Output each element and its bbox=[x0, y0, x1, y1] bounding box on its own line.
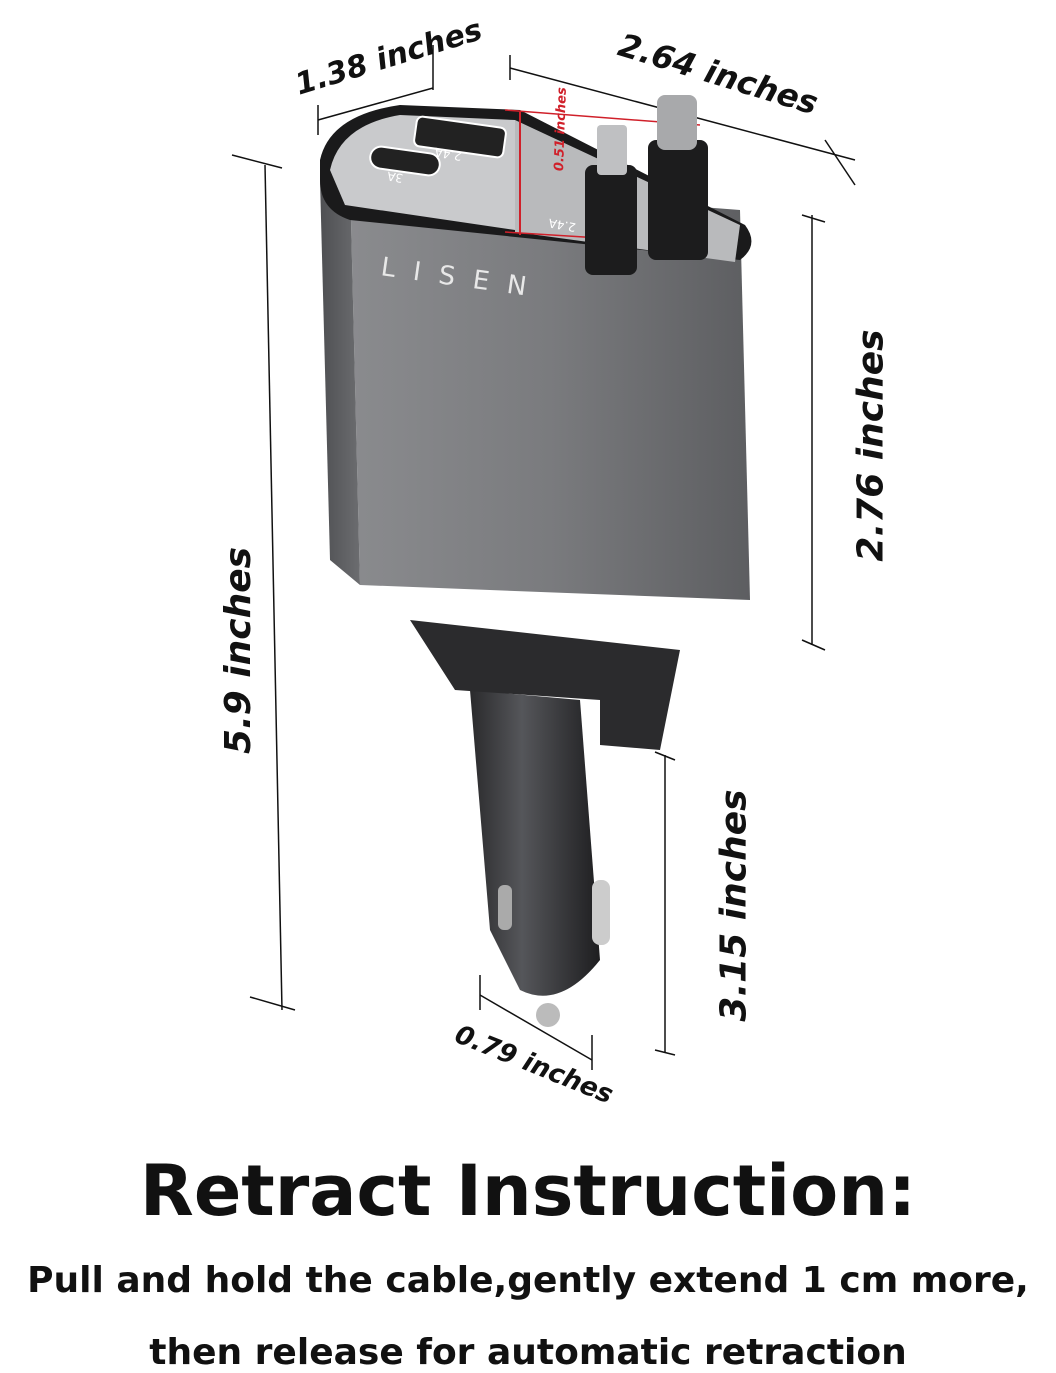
usb-c-port bbox=[369, 145, 441, 177]
port-label-usb-c: 3A bbox=[385, 169, 404, 186]
caption-title: Retract Instruction: bbox=[139, 1150, 917, 1232]
usb-a-port bbox=[413, 115, 507, 159]
plug bbox=[410, 620, 680, 1027]
product-illustration: 3A 2.4A 2.4A 0.51 inches LISEN bbox=[231, 45, 856, 1070]
dimension-plug-length: 3.15 inches bbox=[713, 789, 755, 1022]
port-label-cable: 2.4A bbox=[547, 216, 577, 235]
caption-line-2: then release for automatic retraction bbox=[149, 1332, 907, 1373]
retracted-cables bbox=[585, 95, 708, 275]
caption-line-1: Pull and hold the cable,gently extend 1 … bbox=[27, 1260, 1029, 1301]
port-height-label: 0.51 inches bbox=[552, 87, 570, 172]
dimension-total-height: 5.9 inches bbox=[218, 546, 260, 755]
dimension-body-height: 2.76 inches bbox=[850, 329, 892, 562]
port-label-usb-a: 2.4A bbox=[433, 145, 463, 164]
dimension-lines bbox=[231, 45, 856, 1070]
